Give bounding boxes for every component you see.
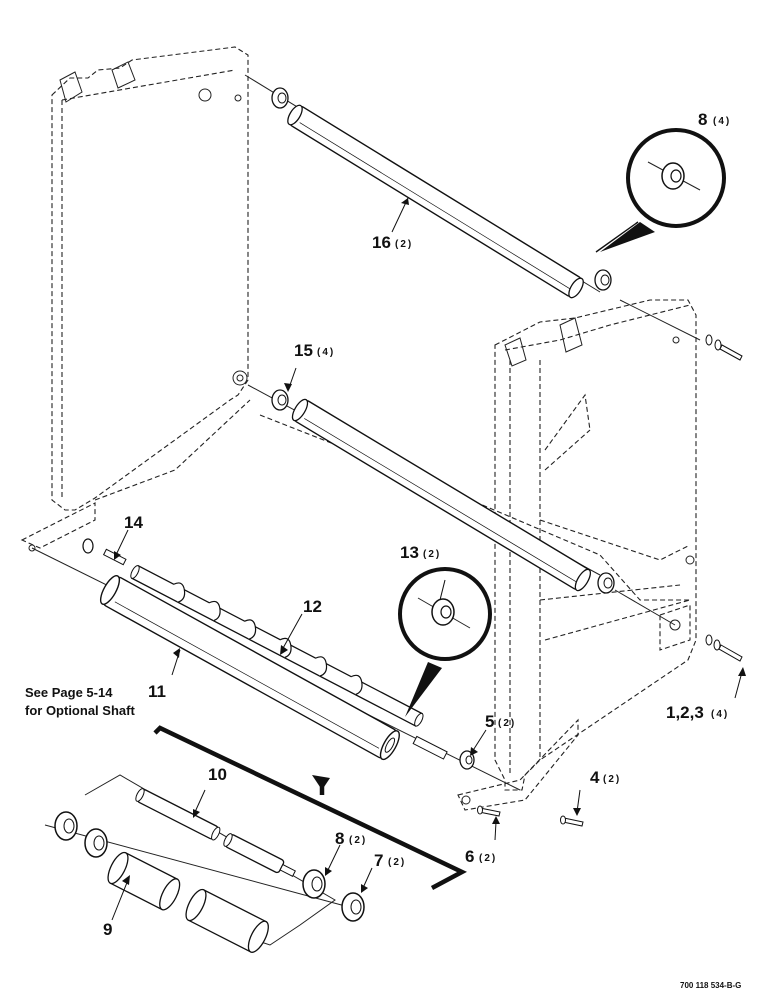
top-left-bearing — [271, 87, 289, 109]
callout-9: 9 — [103, 920, 112, 939]
top-roller — [244, 74, 701, 341]
callout-7: 7 (2) — [374, 851, 406, 870]
svg-text:for Optional Shaft: for Optional Shaft — [25, 703, 135, 718]
svg-text:(4): (4) — [713, 116, 731, 127]
bearing-8 — [302, 869, 326, 899]
callout-8-top: 8 (4) — [698, 110, 731, 129]
right-side-panel — [457, 299, 697, 811]
leader-lines — [111, 197, 746, 921]
svg-text:16: 16 — [372, 233, 391, 252]
svg-text:1,2,3: 1,2,3 — [666, 703, 704, 722]
svg-text:(4): (4) — [317, 347, 335, 358]
svg-text:12: 12 — [303, 597, 322, 616]
callout-1-2-3: 1,2,3 (4) — [666, 703, 729, 722]
shaft-10-right — [223, 833, 296, 877]
svg-text:9: 9 — [103, 920, 112, 939]
svg-text:7: 7 — [374, 851, 383, 870]
svg-text:15: 15 — [294, 341, 313, 360]
bearing-left-1 — [54, 811, 78, 841]
svg-text:8: 8 — [335, 829, 344, 848]
svg-text:13: 13 — [400, 543, 419, 562]
callout-10: 10 — [208, 765, 227, 784]
top-right-bearing — [594, 269, 612, 291]
bolt-4 — [560, 815, 584, 827]
svg-text:(2): (2) — [603, 774, 621, 785]
middle-left-bearing — [271, 389, 289, 411]
optional-shaft-note: See Page 5-14 for Optional Shaft — [25, 685, 135, 718]
group-bracket — [153, 725, 467, 890]
bolt-6 — [477, 805, 501, 817]
cam-shaft-12 — [130, 564, 424, 727]
svg-text:10: 10 — [208, 765, 227, 784]
svg-text:(2): (2) — [423, 549, 441, 560]
svg-text:See Page 5-14: See Page 5-14 — [25, 685, 113, 700]
callout-4: 4 (2) — [590, 768, 621, 787]
svg-text:(4): (4) — [711, 709, 729, 720]
sleeve-9-left — [107, 851, 181, 911]
svg-text:5: 5 — [485, 712, 494, 731]
callout-5: 5 (2) — [485, 712, 516, 731]
bearing-detail-bubble-top — [595, 128, 726, 253]
callout-6: 6 (2) — [465, 847, 497, 866]
svg-text:6: 6 — [465, 847, 474, 866]
shaft-10-left — [135, 788, 221, 841]
bearing-left-2 — [84, 828, 108, 858]
wrap-outline — [94, 399, 690, 601]
middle-right-bearing — [597, 572, 615, 594]
bearing-detail-bubble-lower — [398, 567, 492, 717]
svg-text:(2): (2) — [349, 835, 367, 846]
callout-13: 13 (2) — [400, 543, 441, 562]
svg-text:8: 8 — [698, 110, 707, 129]
callout-14: 14 — [124, 513, 143, 532]
callout-11: 11 — [148, 682, 166, 701]
left-side-panel — [20, 46, 249, 552]
callout-16: 16 (2) — [372, 233, 413, 252]
drawing-code: 700 118 534-B-G — [680, 981, 741, 990]
svg-text:11: 11 — [148, 682, 166, 701]
top-right-bolt — [705, 334, 743, 361]
middle-roller — [247, 384, 676, 626]
callout-15: 15 (4) — [294, 341, 335, 360]
sleeve-9-right — [185, 888, 269, 953]
svg-text:4: 4 — [590, 768, 600, 787]
svg-text:(2): (2) — [395, 239, 413, 250]
callout-8-lower: 8 (2) — [335, 829, 367, 848]
callout-12: 12 — [303, 597, 322, 616]
bearing-7 — [341, 892, 365, 922]
svg-text:(2): (2) — [388, 857, 406, 868]
middle-right-bolt — [705, 634, 743, 662]
svg-text:14: 14 — [124, 513, 143, 532]
lower-shaft-assembly — [31, 538, 521, 791]
roller-11 — [99, 575, 400, 761]
exploded-lower-parts — [44, 774, 365, 953]
svg-text:(2): (2) — [479, 853, 497, 864]
svg-text:(2): (2) — [498, 718, 516, 729]
